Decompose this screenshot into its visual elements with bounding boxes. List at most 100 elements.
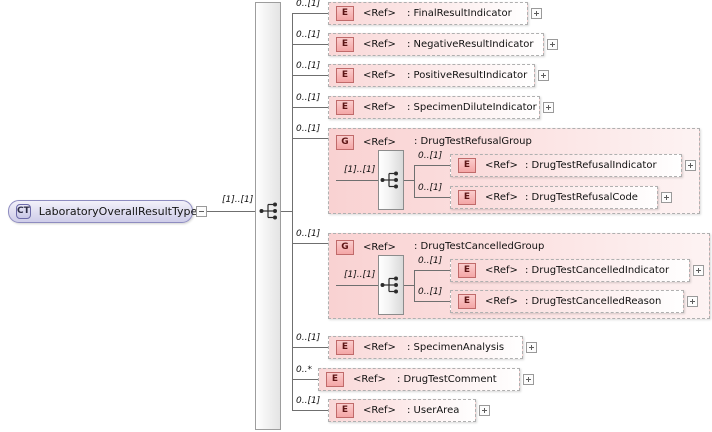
cardinality-label: 0..[1] — [296, 61, 321, 71]
element-ref-box[interactable]: E <Ref> : FinalResultIndicator — [328, 2, 528, 25]
element-ref-label: <Ref> — [485, 160, 518, 171]
inner-cardinality-label: [1]..[1] — [344, 165, 376, 175]
element-name: : UserArea — [407, 405, 460, 416]
element-kind-tag: E — [336, 68, 354, 83]
element-expand-toggle[interactable] — [538, 70, 549, 81]
element-ref-box[interactable]: E <Ref> : DrugTestComment — [318, 368, 520, 391]
group-ref-label: <Ref> — [363, 137, 396, 148]
element-name: : DrugTestRefusalIndicator — [525, 160, 657, 171]
group-kind-tag: G — [336, 135, 354, 150]
inner-cardinality: 0..[1] — [418, 183, 443, 193]
group-ref-header: G <Ref> : DrugTestCancelledGroup — [336, 240, 544, 255]
element-expand-toggle[interactable] — [661, 192, 672, 203]
element-name: : SpecimenDiluteIndicator — [407, 102, 537, 113]
branch-line — [292, 379, 318, 380]
cardinality-label: 0..[1] — [296, 396, 321, 406]
element-expand-toggle[interactable] — [685, 160, 696, 171]
sequence-compositor-icon — [380, 171, 398, 189]
element-kind-tag: E — [458, 263, 476, 278]
element-ref-label: <Ref> — [485, 192, 518, 203]
element-ref-label: <Ref> — [363, 8, 396, 19]
element-ref-box[interactable]: E<Ref>: SpecimenAnalysis — [328, 336, 523, 359]
group-kind-tag: G — [336, 240, 354, 255]
element-ref-box[interactable]: E <Ref> : DrugTestCancelledIndicator — [450, 259, 690, 282]
group-ref-header: G <Ref> : DrugTestRefusalGroup — [336, 135, 532, 150]
group-ref-label: <Ref> — [363, 242, 396, 253]
element-ref-label: <Ref> — [363, 70, 396, 81]
element-ref-label: <Ref> — [363, 342, 396, 353]
element-ref-box[interactable]: E<Ref>: DrugTestRefusalIndicator — [450, 154, 682, 177]
complextype-kind-tag: CT — [16, 204, 31, 219]
complextype-name: LaboratoryOverallResultType — [38, 205, 198, 218]
element-kind-tag: E — [458, 294, 476, 309]
element-kind-tag: E — [326, 372, 344, 387]
element-ref-label: <Ref> — [363, 102, 396, 113]
element-ref-label: <Ref> — [353, 374, 386, 385]
element-kind-tag: E — [336, 100, 354, 115]
element-ref-box[interactable]: E <Ref> : SpecimenDiluteIndicator — [328, 96, 540, 119]
branch-line — [292, 44, 328, 45]
element-ref-box[interactable]: E<Ref>: NegativeResultIndicator — [328, 33, 544, 56]
cardinality-label: 0..[1] — [296, 333, 321, 343]
element-kind-tag: E — [336, 6, 354, 21]
sequence-compositor-icon — [380, 276, 398, 294]
inner-branch-line — [414, 270, 450, 271]
cardinality-label: 0..[1] — [296, 124, 321, 134]
inner-branch-line — [414, 165, 450, 166]
element-ref-box[interactable]: E<Ref>: DrugTestRefusalCode — [450, 186, 658, 209]
element-ref-label: <Ref> — [485, 296, 518, 307]
element-expand-toggle[interactable] — [693, 265, 704, 276]
element-ref-label: <Ref> — [363, 405, 396, 416]
inner-cardinality: 0..[1] — [418, 256, 443, 266]
element-expand-toggle[interactable] — [543, 102, 554, 113]
inner-branch-line — [414, 301, 450, 302]
branch-line — [292, 13, 328, 14]
cardinality-label: 0..* — [296, 365, 312, 375]
inner-cardinality: 0..[1] — [418, 151, 443, 161]
group-inner-line — [336, 285, 378, 286]
element-name: : FinalResultIndicator — [407, 8, 512, 19]
branch-line — [292, 347, 328, 348]
group-name: : DrugTestRefusalGroup — [414, 136, 532, 147]
complextype-box[interactable]: CT LaboratoryOverallResultType — [8, 200, 197, 223]
root-connector-line — [207, 211, 258, 212]
inner-branch-line — [414, 197, 450, 198]
group-inner-line — [336, 180, 378, 181]
branch-line — [292, 410, 328, 411]
element-name: : PositiveResultIndicator — [407, 70, 528, 81]
element-ref-box[interactable]: E <Ref> : UserArea — [328, 399, 476, 422]
branch-line — [292, 107, 328, 108]
element-ref-label: <Ref> — [363, 39, 396, 50]
cardinality-label: 0..[1] — [296, 0, 321, 9]
element-name: : DrugTestCancelledIndicator — [525, 265, 670, 276]
element-expand-toggle[interactable] — [547, 39, 558, 50]
group-name: : DrugTestCancelledGroup — [414, 241, 545, 252]
inner-branch-stem — [404, 285, 414, 286]
complextype-collapse-toggle[interactable] — [196, 206, 207, 217]
inner-cardinality: 0..[1] — [418, 287, 443, 297]
inner-branch-trunk — [414, 165, 415, 197]
element-expand-toggle[interactable] — [479, 405, 490, 416]
root-cardinality: [1]..[1] — [222, 195, 254, 205]
element-expand-toggle[interactable] — [523, 374, 534, 385]
element-ref-box[interactable]: E <Ref> : PositiveResultIndicator — [328, 64, 535, 87]
cardinality-label: 0..[1] — [296, 229, 321, 239]
inner-branch-trunk — [414, 270, 415, 301]
element-kind-tag: E — [336, 403, 354, 418]
element-name: : DrugTestCancelledReason — [525, 296, 662, 307]
branch-line — [292, 243, 328, 244]
sequence-branch-trunk — [292, 13, 293, 410]
element-ref-box[interactable]: E <Ref> : DrugTestCancelledReason — [450, 290, 684, 313]
cardinality-label: 0..[1] — [296, 30, 321, 40]
inner-cardinality-label: [1]..[1] — [344, 270, 376, 280]
element-expand-toggle[interactable] — [531, 8, 542, 19]
element-name: : DrugTestComment — [397, 374, 497, 385]
element-ref-label: <Ref> — [485, 265, 518, 276]
branch-line — [292, 138, 328, 139]
sequence-compositor-icon — [259, 202, 277, 220]
element-expand-toggle[interactable] — [687, 296, 698, 307]
inner-branch-stem — [404, 180, 414, 181]
element-kind-tag: E — [336, 37, 354, 52]
element-expand-toggle[interactable] — [526, 342, 537, 353]
